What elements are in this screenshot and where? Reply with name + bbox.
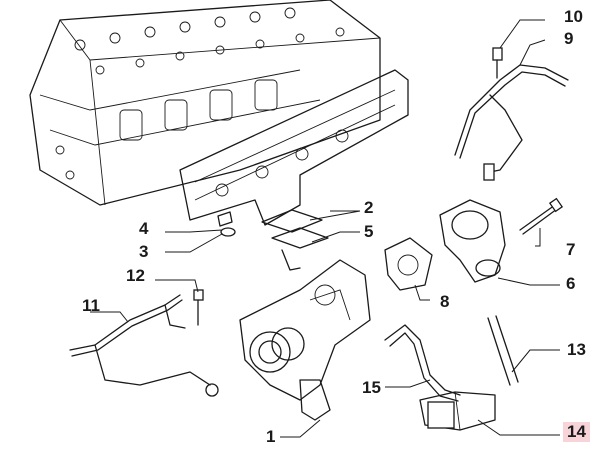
nut-4 (217, 211, 233, 227)
cylinder-head (29, 0, 381, 206)
callout-6[interactable]: 6 (566, 274, 576, 293)
callout-11[interactable]: 11 (82, 296, 100, 315)
callout-9[interactable]: 9 (564, 29, 574, 48)
callout-7[interactable]: 7 (566, 240, 576, 259)
exhaust-elbow (439, 199, 506, 283)
turbocharger (239, 249, 371, 421)
callout-13[interactable]: 13 (567, 340, 586, 359)
callout-4[interactable]: 4 (139, 219, 149, 238)
banjo-bolt-10 (492, 47, 503, 79)
callout-5[interactable]: 5 (364, 222, 374, 241)
callout-2[interactable]: 2 (364, 198, 374, 217)
solenoid-valve (419, 391, 496, 431)
callout-10[interactable]: 10 (564, 7, 583, 26)
washer-3 (220, 227, 236, 237)
callout-15[interactable]: 15 (362, 378, 381, 397)
oil-feed-pipe (454, 64, 569, 181)
callout-14[interactable]: 14 (563, 422, 590, 442)
leader-lines (90, 19, 560, 438)
bolt-7 (519, 197, 564, 235)
callout-3[interactable]: 3 (139, 242, 149, 261)
hose-13 (487, 315, 519, 386)
gasket-5 (271, 227, 329, 249)
exhaust-manifold (179, 69, 409, 226)
gasket-8 (384, 237, 433, 291)
gasket-2 (261, 209, 323, 233)
callout-8[interactable]: 8 (440, 292, 450, 311)
hose-15 (384, 324, 461, 402)
oil-return-pipe (69, 294, 219, 397)
callout-1[interactable]: 1 (266, 427, 276, 446)
callout-12[interactable]: 12 (126, 266, 145, 285)
bolt-12 (193, 289, 204, 326)
